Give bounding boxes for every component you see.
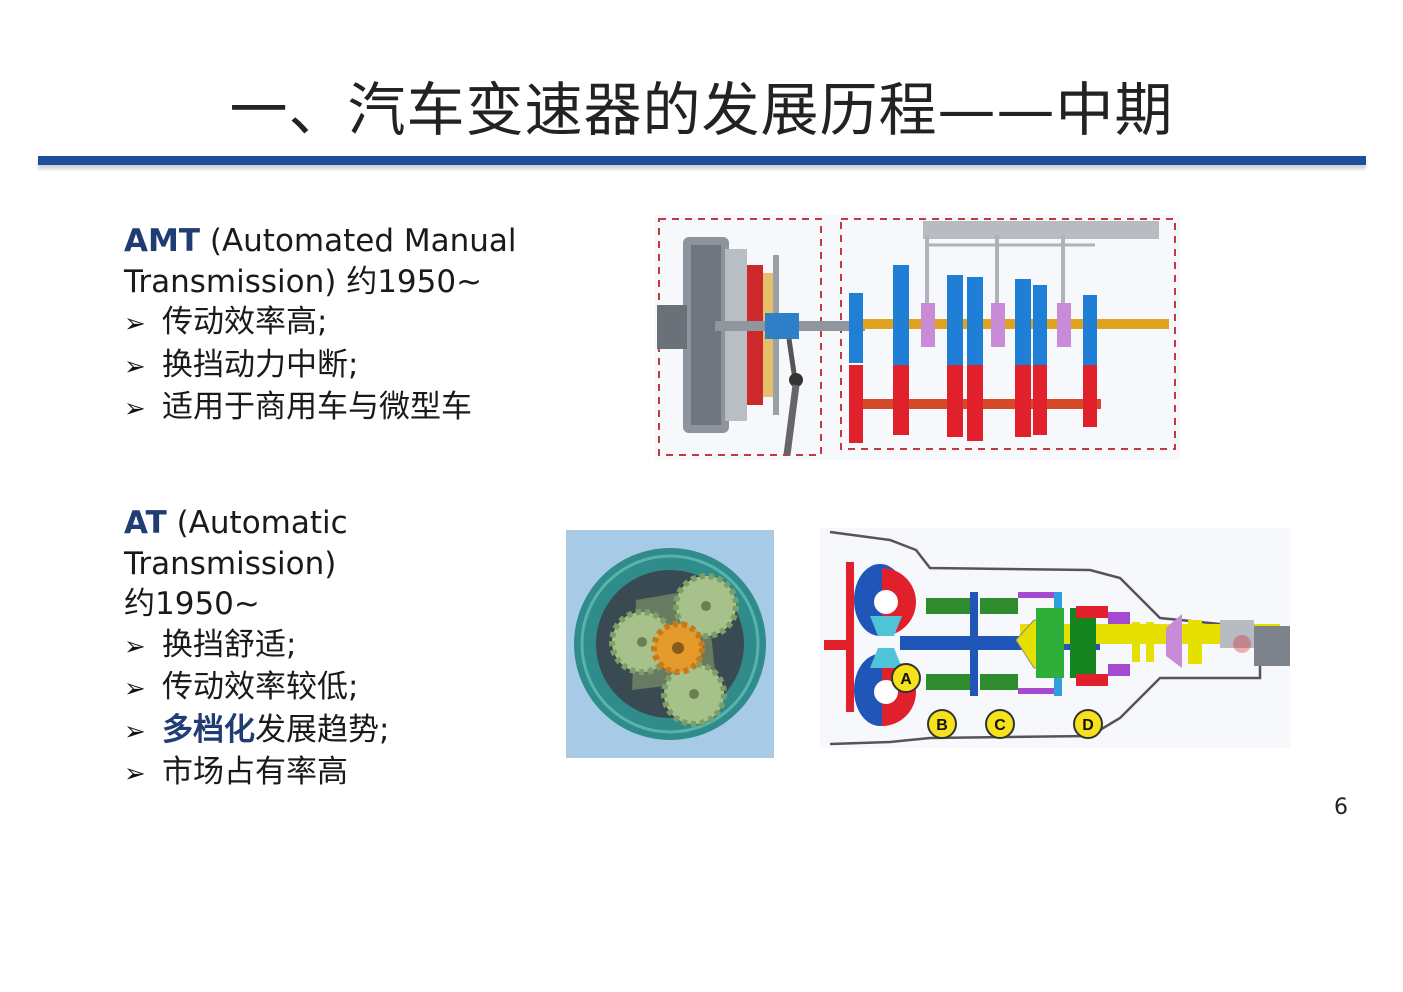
amt-bullet: ➢ 换挡动力中断;: [124, 345, 517, 388]
amt-bullet-text: 适用于商用车与微型车: [162, 389, 472, 425]
amt-heading-rest: (Automated Manual: [200, 223, 517, 259]
at-bullet: ➢ 换挡舒适;: [124, 625, 389, 668]
at-bullet: ➢ 多档化发展趋势;: [124, 710, 389, 753]
clutch-label-c: C: [994, 717, 1006, 734]
at-heading-line-2: Transmission): [124, 545, 337, 582]
at-name: AT: [124, 505, 167, 541]
amt-text-block: AMT (Automated Manual Transmission) 约195…: [124, 221, 517, 430]
at-bullet: ➢ 市场占有率高: [124, 752, 389, 795]
at-heading-rest: (Automatic: [166, 505, 348, 541]
amt-heading-line-2: Transmission) 约1950~: [124, 263, 483, 300]
at-heading-line: AT (Automatic: [124, 503, 389, 544]
at-transmission-diagram: A B C D: [820, 528, 1290, 748]
amt-bullet-text: 传动效率高;: [162, 304, 328, 340]
at-transmission-svg: A B C D: [820, 528, 1290, 748]
at-text-block: AT (Automatic Transmission) 约1950~ ➢ 换挡舒适…: [124, 503, 389, 795]
amt-name: AMT: [124, 223, 200, 259]
arrowhead-bullet-icon: ➢: [124, 716, 146, 747]
arrowhead-bullet-icon: ➢: [124, 351, 146, 382]
amt-gearbox-svg: [655, 215, 1180, 460]
at-bullet-text: 发展趋势;: [255, 711, 390, 748]
amt-bullet-text: 换挡动力中断;: [162, 346, 359, 383]
at-bullet-text: 市场占有率高: [162, 754, 348, 790]
title-rule: [38, 156, 1366, 165]
arrowhead-bullet-icon: ➢: [124, 309, 146, 339]
page-number: 6: [1334, 795, 1348, 820]
at-heading-line-3: 约1950~: [124, 586, 260, 622]
arrowhead-bullet-icon: ➢: [124, 759, 146, 789]
arrowhead-bullet-icon: ➢: [124, 394, 146, 424]
arrowhead-bullet-icon: ➢: [124, 631, 146, 662]
arrowhead-bullet-icon: ➢: [124, 674, 146, 704]
planetary-gear-illustration: [566, 530, 774, 758]
amt-bullet: ➢ 适用于商用车与微型车: [124, 387, 517, 430]
at-bullet: ➢ 传动效率较低;: [124, 667, 389, 710]
at-bullet-bold: 多档化: [162, 711, 255, 748]
clutch-label-d: D: [1082, 717, 1094, 734]
amt-gearbox-diagram: [655, 215, 1180, 460]
planetary-gear-svg: [566, 530, 774, 758]
amt-bullet: ➢ 传动效率高;: [124, 302, 517, 345]
at-bullet-text: 换挡舒适;: [162, 626, 297, 663]
clutch-label-a: A: [900, 671, 912, 688]
slide-title: 一、汽车变速器的发展历程——中期: [229, 76, 1174, 144]
amt-heading-line: AMT (Automated Manual: [124, 221, 517, 262]
at-bullet-text: 传动效率较低;: [162, 669, 359, 705]
clutch-label-b: B: [936, 717, 948, 734]
